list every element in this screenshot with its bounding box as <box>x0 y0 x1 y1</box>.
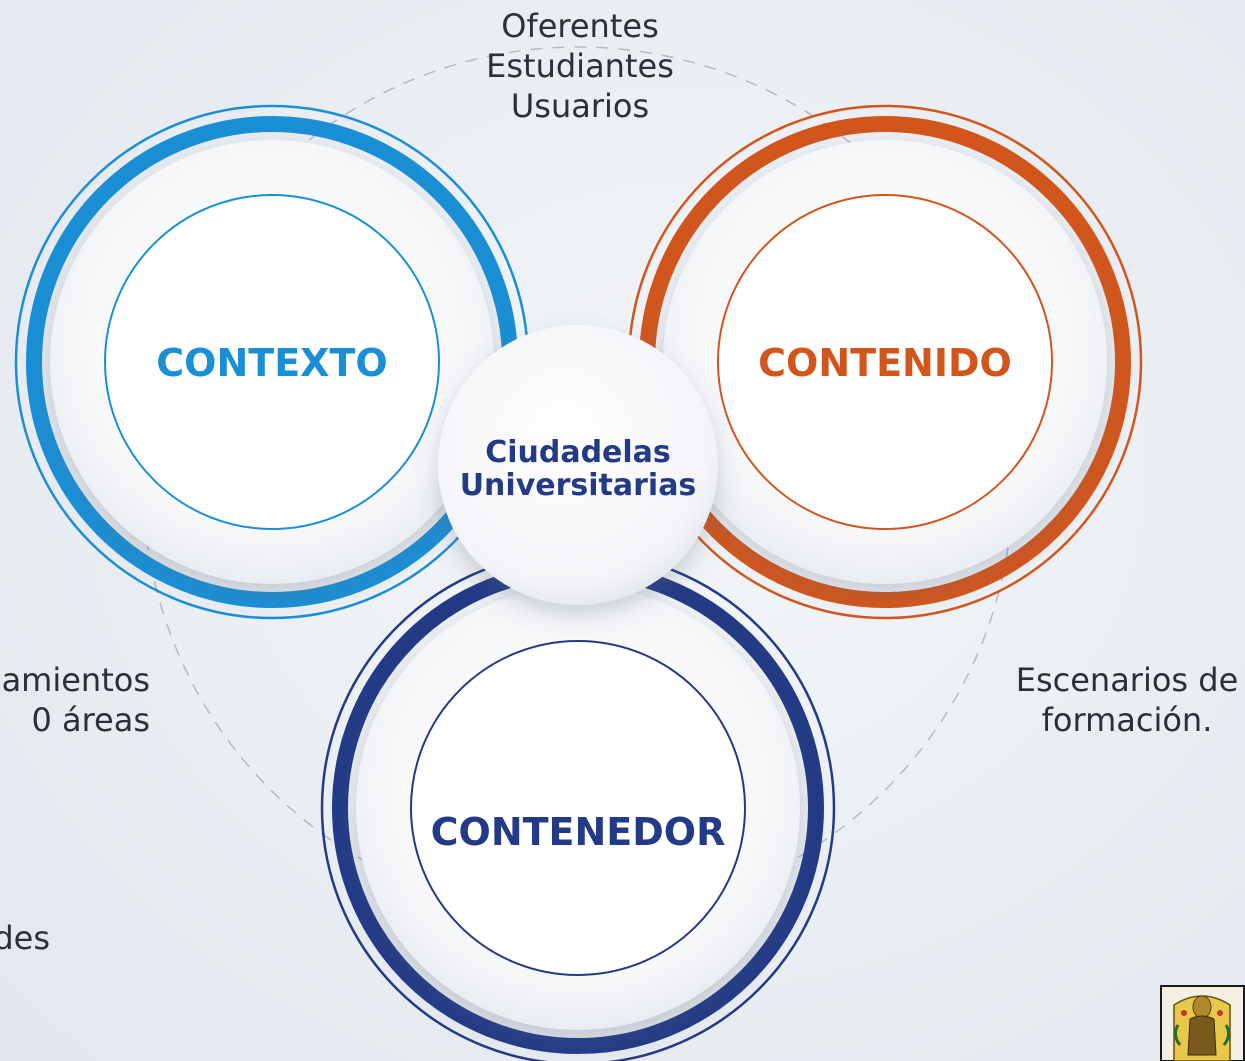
contenido-label: CONTENIDO <box>758 341 1012 385</box>
node-contenedor[interactable]: CONTENEDOR <box>320 550 836 1061</box>
top-labels: Oferentes Estudiantes Usuarios <box>0 6 1160 126</box>
bottom-left-label: des <box>0 919 50 957</box>
left-labels: amientos 0 áreas <box>0 660 150 740</box>
contenedor-inner-ring <box>410 640 746 976</box>
node-contexto[interactable]: CONTEXTO <box>14 104 530 620</box>
top-label-usuarios: Usuarios <box>510 87 650 125</box>
node-contenido[interactable]: CONTENIDO <box>627 104 1143 620</box>
left-label-line-1: amientos <box>1 661 150 699</box>
top-label-oferentes: Oferentes <box>501 7 659 45</box>
contenido-inner-ring <box>717 194 1053 530</box>
contexto-inner-ring <box>104 194 440 530</box>
contenedor-label: CONTENEDOR <box>431 810 726 854</box>
center-hub[interactable]: Ciudadelas Universitarias <box>438 325 718 605</box>
right-label-line-1: Escenarios de <box>1015 661 1239 699</box>
right-label-line-2: formación. <box>1041 701 1213 739</box>
university-crest-icon <box>1160 985 1245 1061</box>
center-title-line-1: Ciudadelas <box>485 435 671 470</box>
center-title-line-2: Universitarias <box>460 468 697 503</box>
left-label-line-2: 0 áreas <box>31 701 150 739</box>
contexto-label: CONTEXTO <box>156 341 387 385</box>
center-disc <box>438 325 718 605</box>
top-label-estudiantes: Estudiantes <box>486 47 674 85</box>
right-labels: Escenarios de formación. <box>1012 660 1242 740</box>
